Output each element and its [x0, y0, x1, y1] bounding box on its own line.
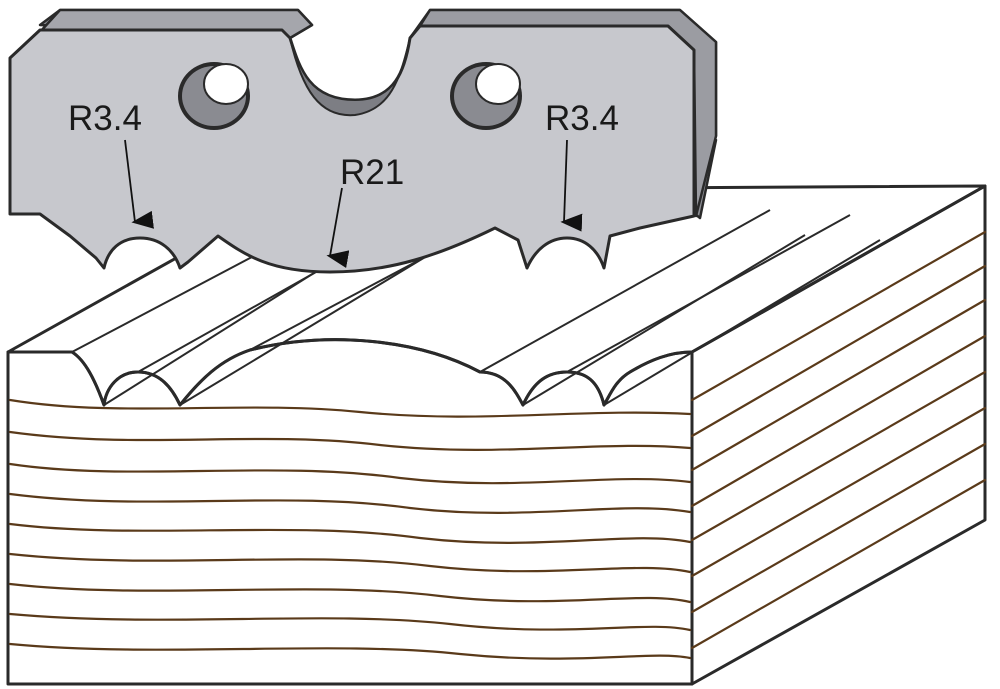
- wood-block: [6, 184, 987, 686]
- right-radius-label: R3.4: [545, 99, 619, 138]
- left-radius-label: R3.4: [68, 99, 142, 138]
- wood-front-face: [6, 338, 694, 686]
- blade-center-notch-shade: [289, 37, 411, 117]
- end-grain-lines: [8, 398, 692, 660]
- left-mounting-hole: [178, 62, 250, 130]
- radius-annotations: R3.4 R21 R3.4: [68, 99, 619, 268]
- center-radius-arrow: [326, 187, 350, 268]
- side-grain-lines: [690, 230, 987, 650]
- wood-side-face: [690, 184, 987, 686]
- center-radius-label: R21: [340, 153, 404, 192]
- profile-knife-blade: [8, 8, 718, 274]
- right-mounting-hole: [450, 62, 522, 130]
- left-radius-arrow: [124, 139, 154, 229]
- blade-face: [8, 24, 696, 274]
- right-radius-arrow: [560, 139, 583, 232]
